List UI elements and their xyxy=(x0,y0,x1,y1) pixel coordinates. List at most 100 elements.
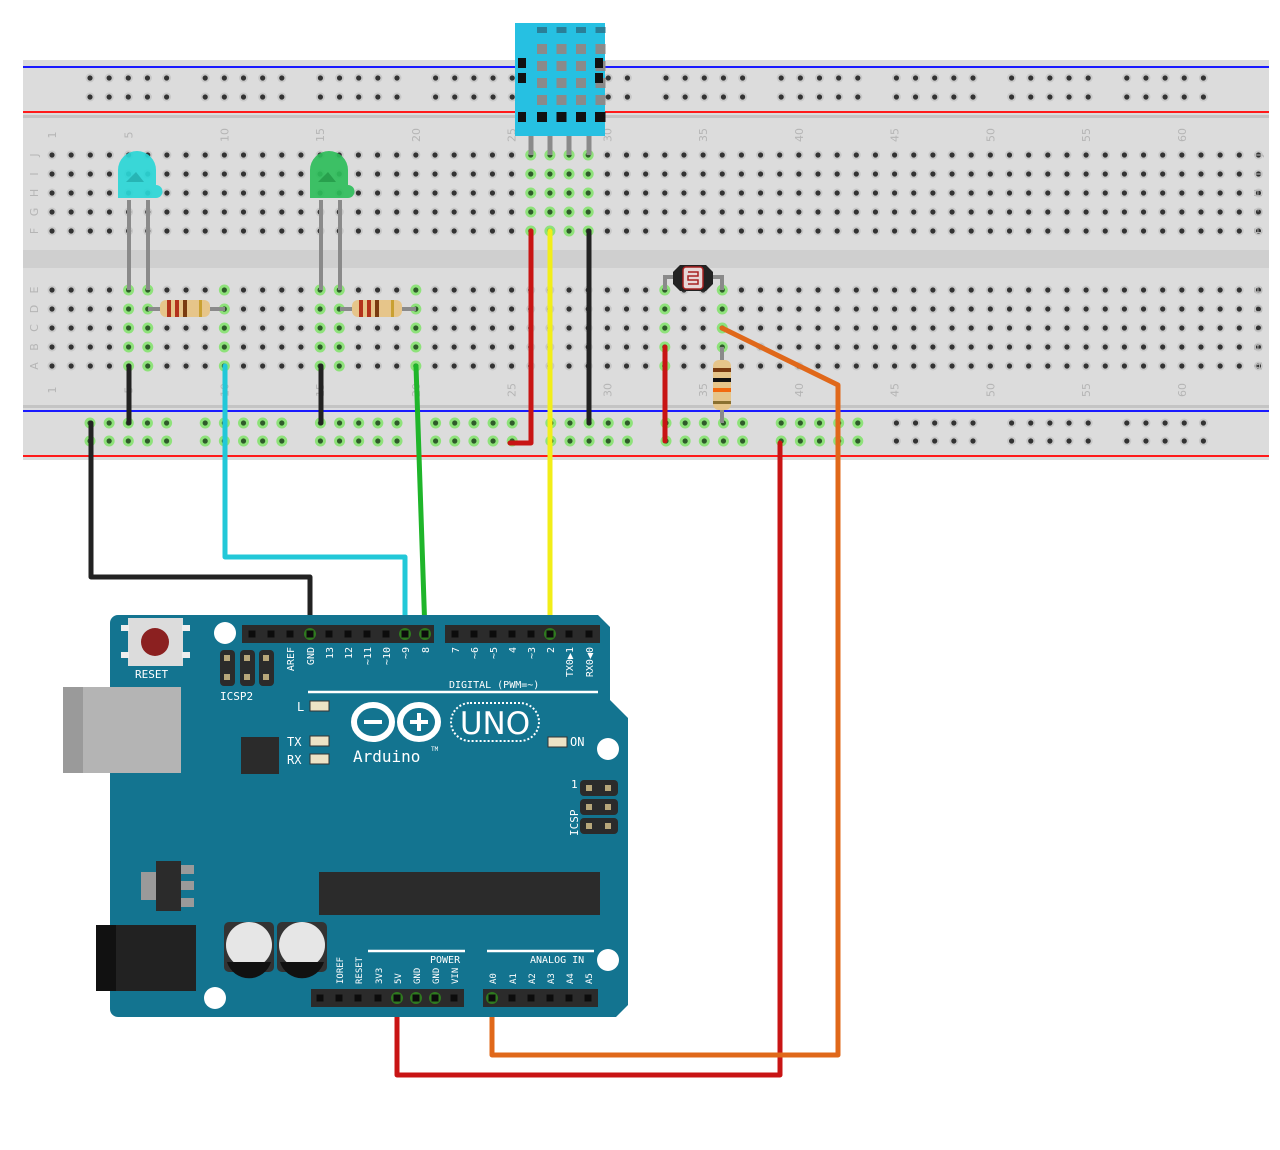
dht-vent xyxy=(576,95,586,105)
dht-vent xyxy=(518,112,526,122)
hole-center xyxy=(470,325,476,331)
hole-center xyxy=(432,190,438,196)
hole-center xyxy=(106,438,112,444)
header-pin[interactable] xyxy=(393,994,401,1002)
header-pin[interactable] xyxy=(527,994,535,1002)
header-pin[interactable] xyxy=(412,994,420,1002)
hole-center xyxy=(183,190,189,196)
hole-center xyxy=(777,325,783,331)
hole-center xyxy=(797,420,803,426)
header-pin[interactable] xyxy=(565,630,573,638)
row-label: H xyxy=(1252,189,1265,197)
wire-cyan-pin9[interactable] xyxy=(222,363,408,636)
wire-black-gnd[interactable] xyxy=(88,420,313,636)
hole-center xyxy=(355,209,361,215)
header-pin[interactable] xyxy=(585,630,593,638)
wire-red-5v[interactable] xyxy=(394,440,783,1078)
hole-center xyxy=(432,171,438,177)
header-pin[interactable] xyxy=(344,630,352,638)
hole-center xyxy=(413,228,419,234)
hole-center xyxy=(202,94,208,100)
hole-center xyxy=(374,363,381,369)
dht-vent xyxy=(537,27,547,33)
header-pin[interactable] xyxy=(267,630,275,638)
dht-vent xyxy=(537,61,547,71)
header-pin[interactable] xyxy=(316,994,324,1002)
header-pin[interactable] xyxy=(488,994,496,1002)
header-pin[interactable] xyxy=(431,994,439,1002)
hole-center xyxy=(87,344,93,350)
hole-center xyxy=(1179,171,1185,177)
column-label: 55 xyxy=(1080,383,1093,397)
header-pin[interactable] xyxy=(374,994,382,1002)
hole-center xyxy=(1047,420,1053,426)
hole-center xyxy=(470,152,476,158)
arduino-board xyxy=(110,615,628,1017)
digital-pin-label: GND xyxy=(306,647,317,665)
header-pin[interactable] xyxy=(527,630,535,638)
header-pin[interactable] xyxy=(584,994,592,1002)
header-pin[interactable] xyxy=(508,994,516,1002)
hole-center xyxy=(164,344,170,350)
header-pin[interactable] xyxy=(335,994,343,1002)
resistor-2[interactable] xyxy=(340,300,416,317)
hole-center xyxy=(968,287,974,293)
hole-center xyxy=(221,228,227,234)
hole-center xyxy=(1026,171,1032,177)
header-pin[interactable] xyxy=(354,994,362,1002)
hole-center xyxy=(68,209,74,215)
header-pin[interactable] xyxy=(489,630,497,638)
wire-green-pin8[interactable] xyxy=(413,363,428,636)
icsp2-pin xyxy=(224,674,230,680)
header-pin[interactable] xyxy=(248,630,256,638)
header-pin[interactable] xyxy=(508,630,516,638)
hole-center xyxy=(240,420,247,426)
icsp-pin xyxy=(586,823,592,829)
hole-center xyxy=(663,94,669,100)
photoresistor[interactable] xyxy=(663,265,724,291)
header-pin[interactable] xyxy=(451,630,459,638)
wire-orange-a0[interactable] xyxy=(489,325,841,1058)
header-pin[interactable] xyxy=(450,994,458,1002)
hole-center xyxy=(834,325,840,331)
header-pin[interactable] xyxy=(306,630,314,638)
header-pin[interactable] xyxy=(325,630,333,638)
header-pin[interactable] xyxy=(363,630,371,638)
hole-center xyxy=(1121,209,1127,215)
hole-center xyxy=(1083,287,1089,293)
hole-center xyxy=(987,325,993,331)
hole-center xyxy=(489,228,496,234)
wire-red-dht-power[interactable] xyxy=(507,228,534,446)
resistor-1[interactable] xyxy=(148,300,225,317)
header-pin[interactable] xyxy=(546,630,554,638)
hole-center xyxy=(872,306,879,312)
hole-center xyxy=(796,190,802,196)
digital-pin-label: 2 xyxy=(546,647,557,653)
header-pin[interactable] xyxy=(421,630,429,638)
hole-center xyxy=(202,228,208,234)
dht-sensor[interactable] xyxy=(515,23,606,155)
header-pin[interactable] xyxy=(565,994,573,1002)
hole-center xyxy=(164,152,170,158)
header-pin[interactable] xyxy=(401,630,409,638)
header-pin[interactable] xyxy=(470,630,478,638)
hole-center xyxy=(1047,75,1053,81)
header-pin[interactable] xyxy=(546,994,554,1002)
hole-center xyxy=(968,325,974,331)
rail-divider xyxy=(23,405,1269,408)
hole-center xyxy=(987,363,993,369)
led-cyan[interactable] xyxy=(118,151,163,290)
hole-center xyxy=(815,287,821,293)
hole-center xyxy=(1121,344,1127,350)
hole-center xyxy=(872,325,879,331)
reset-button[interactable] xyxy=(121,618,190,666)
hole-center xyxy=(912,420,919,426)
hole-center xyxy=(777,306,783,312)
hole-center xyxy=(1083,190,1089,196)
hole-center xyxy=(681,325,687,331)
header-pin[interactable] xyxy=(286,630,294,638)
header-pin[interactable] xyxy=(382,630,390,638)
hole-center xyxy=(585,209,591,215)
resistor-3[interactable] xyxy=(713,347,731,423)
led-green[interactable] xyxy=(310,151,355,290)
